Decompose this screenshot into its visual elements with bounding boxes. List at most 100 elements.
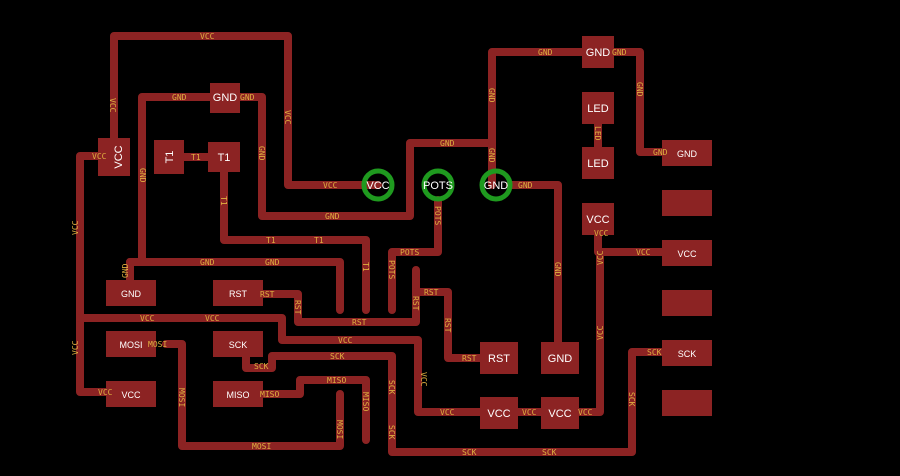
via-gnd[interactable]: GND (479, 168, 513, 202)
net-label-pots: POTS (433, 206, 442, 225)
net-label-sck: SCK (330, 352, 345, 361)
net-label-rst: RST (443, 318, 452, 333)
net-label-sck: SCK (627, 392, 636, 407)
pad-t1-a[interactable]: T1 (154, 140, 184, 174)
net-label-gnd: GND (325, 212, 340, 221)
net-label-sck: SCK (254, 362, 269, 371)
pad-sck-mid[interactable]: SCK (213, 331, 263, 357)
pad-led-2[interactable]: LED (582, 147, 614, 179)
pad-miso[interactable]: MISO (213, 381, 263, 407)
via-vcc[interactable]: VCC (361, 168, 395, 202)
net-label-vcc: VCC (205, 314, 220, 323)
net-label-sck: SCK (387, 380, 396, 395)
traces (76, 32, 668, 456)
pad-header-blank-1[interactable] (662, 190, 712, 216)
net-label-gnd: GND (612, 48, 627, 57)
net-label-gnd: GND (265, 258, 280, 267)
trace-sck-1 (242, 348, 668, 456)
pad-label: LED (587, 103, 608, 115)
net-label-vcc: VCC (98, 388, 113, 397)
pad-label: MISO (226, 390, 249, 400)
net-label-rst: RST (352, 318, 367, 327)
net-label-gnd: GND (138, 168, 147, 183)
net-label-vcc: VCC (596, 325, 605, 340)
net-label-gnd: GND (538, 48, 553, 57)
pad-header-vcc[interactable]: VCC (662, 240, 712, 266)
pad-label: VCC (677, 249, 697, 259)
net-label-sck: SCK (542, 448, 557, 457)
net-label-t1: T1 (314, 236, 324, 245)
net-label-vcc: VCC (71, 340, 80, 355)
net-label-rst: RST (293, 300, 302, 315)
net-label-gnd: GND (635, 82, 644, 97)
net-label-gnd: GND (653, 148, 668, 157)
pad-label: GND (548, 353, 573, 365)
trace-t1-b (220, 168, 370, 314)
trace-vcc-bus (76, 314, 486, 416)
pad-vcc-bottom-1[interactable]: VCC (480, 397, 518, 429)
pad-vcc-bottom-left[interactable]: VCC (106, 381, 156, 407)
pad-label: VCC (121, 390, 141, 400)
net-label-pots: POTS (387, 260, 396, 279)
net-label-t1: T1 (361, 262, 370, 272)
pad-label: RST (229, 289, 248, 299)
pad-rst-right[interactable]: RST (480, 342, 518, 374)
net-label-vcc: VCC (522, 408, 537, 417)
trace-vcc-right (570, 248, 668, 416)
net-label-gnd: GND (200, 258, 215, 267)
net-label-vcc: VCC (283, 110, 292, 125)
via-label: GND (484, 180, 509, 192)
net-label-vcc: VCC (578, 408, 593, 417)
net-label-t1: T1 (191, 153, 201, 162)
pad-label: SCK (678, 349, 697, 359)
pad-label: GND (586, 47, 611, 59)
pad-vcc-top-left[interactable]: VCC (98, 138, 130, 176)
net-label-miso: MISO (260, 390, 279, 399)
net-label-gnd: GND (518, 181, 533, 190)
pad-vcc-bottom-2[interactable]: VCC (541, 397, 579, 429)
pad-vcc-right[interactable]: VCC (582, 203, 614, 235)
net-label-vcc: VCC (594, 229, 609, 238)
pad-header-gnd[interactable]: GND (662, 140, 712, 166)
net-label-vcc: VCC (108, 98, 117, 113)
pad-label: GND (213, 92, 238, 104)
pad-header-sck[interactable]: SCK (662, 340, 712, 366)
net-label-gnd: GND (121, 263, 130, 278)
net-label-mosi: MOSI (177, 388, 186, 407)
trace-miso (260, 376, 370, 444)
net-label-gnd: GND (257, 146, 266, 161)
net-label-vcc: VCC (440, 408, 455, 417)
net-label-gnd: GND (240, 93, 255, 102)
net-label-mosi: MOSI (148, 340, 167, 349)
net-label-rst: RST (462, 354, 477, 363)
pad-gnd-right-mid[interactable]: GND (541, 342, 579, 374)
net-label-vcc: VCC (419, 372, 428, 387)
pad-label: SCK (229, 340, 248, 350)
net-label-rst: RST (424, 288, 439, 297)
net-label-rst: RST (260, 290, 275, 299)
net-label-mosi: MOSI (335, 420, 344, 439)
net-label-sck: SCK (387, 425, 396, 440)
via-label: VCC (366, 180, 389, 192)
trace-mosi (162, 340, 344, 450)
net-label-miso: MISO (327, 376, 346, 385)
pad-rst-mid[interactable]: RST (213, 280, 263, 306)
pad-label: RST (488, 353, 510, 365)
pad-gnd-top[interactable]: GND (210, 83, 240, 113)
pad-header-blank-2[interactable] (662, 290, 712, 316)
pad-t1-b[interactable]: T1 (208, 142, 240, 172)
trace-pots (388, 196, 442, 314)
trace-gnd-right (506, 181, 562, 349)
pad-mosi[interactable]: MOSI (106, 331, 156, 357)
trace-rst-2 (412, 288, 486, 362)
via-pots[interactable]: POTS (421, 168, 455, 202)
pad-gnd-top-right[interactable]: GND (582, 36, 614, 68)
pad-label: GND (121, 289, 142, 299)
pad-header-blank-3[interactable] (662, 390, 712, 416)
net-label-vcc: VCC (71, 220, 80, 235)
pad-led-1[interactable]: LED (582, 92, 614, 124)
trace-vcc-top (110, 32, 382, 189)
pad-label: LED (587, 158, 608, 170)
pad-gnd-left[interactable]: GND (106, 280, 156, 306)
